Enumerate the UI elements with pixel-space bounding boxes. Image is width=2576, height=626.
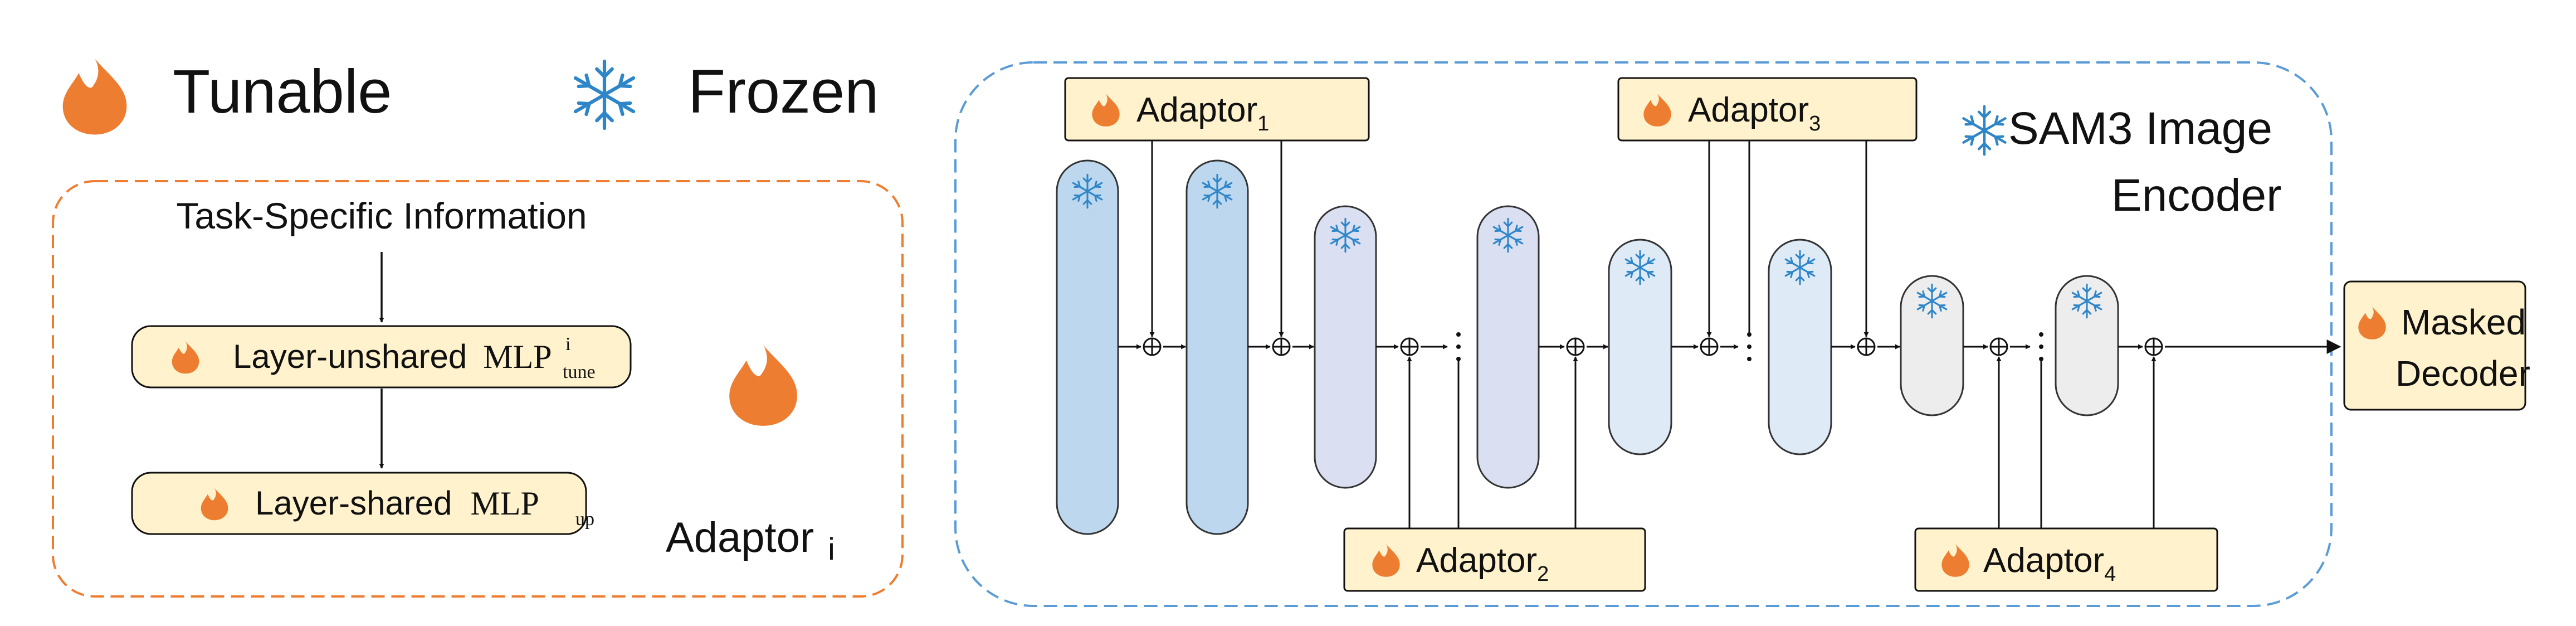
unshared-superscript: i xyxy=(565,334,570,355)
masked-decoder-box: Masked Decoder xyxy=(2343,280,2530,411)
legend-tunable-label: Tunable xyxy=(173,57,392,126)
encoder-title-line2: Encoder xyxy=(2111,170,2281,221)
encoder-layer xyxy=(1314,205,1377,489)
shared-subscript: up xyxy=(575,509,594,530)
adaptor-box-4: Adaptor4 xyxy=(1914,527,2218,592)
snowflake-icon xyxy=(1964,106,2006,154)
adaptor-2-label: Adaptor2 xyxy=(1416,541,1549,586)
adaptor-connections xyxy=(1149,140,2157,528)
ellipsis-icon xyxy=(1747,332,1752,361)
adaptor-1-label: Adaptor1 xyxy=(1136,91,1269,135)
ellipsis-icon xyxy=(1456,332,1461,361)
encoder-layer xyxy=(1768,239,1832,455)
adaptor-3-label: Adaptor3 xyxy=(1688,91,1821,135)
layer-unshared-label: Layer-unshared MLP xyxy=(233,338,552,375)
plus-node-icon xyxy=(1857,337,1876,356)
encoder-layer xyxy=(1900,275,1964,416)
flame-icon xyxy=(729,345,797,426)
encoder-layer xyxy=(1185,159,1249,535)
adaptor-detail-panel: Task-Specific Information Layer-unshared… xyxy=(52,180,904,598)
decoder-line1: Masked xyxy=(2401,302,2526,342)
task-specific-info-label: Task-Specific Information xyxy=(176,195,587,236)
plus-node-icon xyxy=(1566,337,1585,356)
legend: Tunable Frozen xyxy=(62,57,879,135)
plus-node-icon xyxy=(1400,337,1419,356)
ellipsis-icon xyxy=(2039,332,2043,361)
layer-shared-label: Layer-shared MLP xyxy=(255,484,539,522)
encoder-layer xyxy=(2055,275,2119,416)
plus-node-icon xyxy=(1143,337,1162,356)
sam3-encoder-panel: SAM3 Image Encoder xyxy=(954,61,2333,607)
ellipsis-dots xyxy=(1456,332,2043,361)
encoder-title-line1: SAM3 Image xyxy=(2008,103,2272,154)
adaptor-box-3: Adaptor3 xyxy=(1617,77,1918,142)
layer-shared-mlp-box: Layer-shared MLP up xyxy=(131,472,594,535)
plus-node-icon xyxy=(2144,337,2163,356)
plus-node-icon xyxy=(1700,337,1719,356)
layer-unshared-mlp-box: Layer-unshared MLP i tune xyxy=(131,325,632,389)
unshared-subscript: tune xyxy=(563,362,596,382)
adaptor-i-caption: Adaptor i xyxy=(666,514,835,566)
adaptor-box-2: Adaptor2 xyxy=(1343,527,1646,592)
flame-icon xyxy=(62,59,127,135)
adaptor-4-label: Adaptor4 xyxy=(1983,541,2116,586)
encoder-layers xyxy=(1056,159,2119,535)
encoder-layer xyxy=(1056,159,1119,535)
legend-frozen-label: Frozen xyxy=(688,57,879,126)
plus-node-icon xyxy=(1272,337,1291,356)
encoder-layer xyxy=(1608,239,1672,455)
adaptor-box-1: Adaptor1 xyxy=(1064,77,1370,142)
snowflake-icon xyxy=(575,61,633,128)
plus-node-icon xyxy=(1989,337,2008,356)
encoder-layer xyxy=(1476,205,1540,489)
decoder-line2: Decoder xyxy=(2396,353,2530,394)
